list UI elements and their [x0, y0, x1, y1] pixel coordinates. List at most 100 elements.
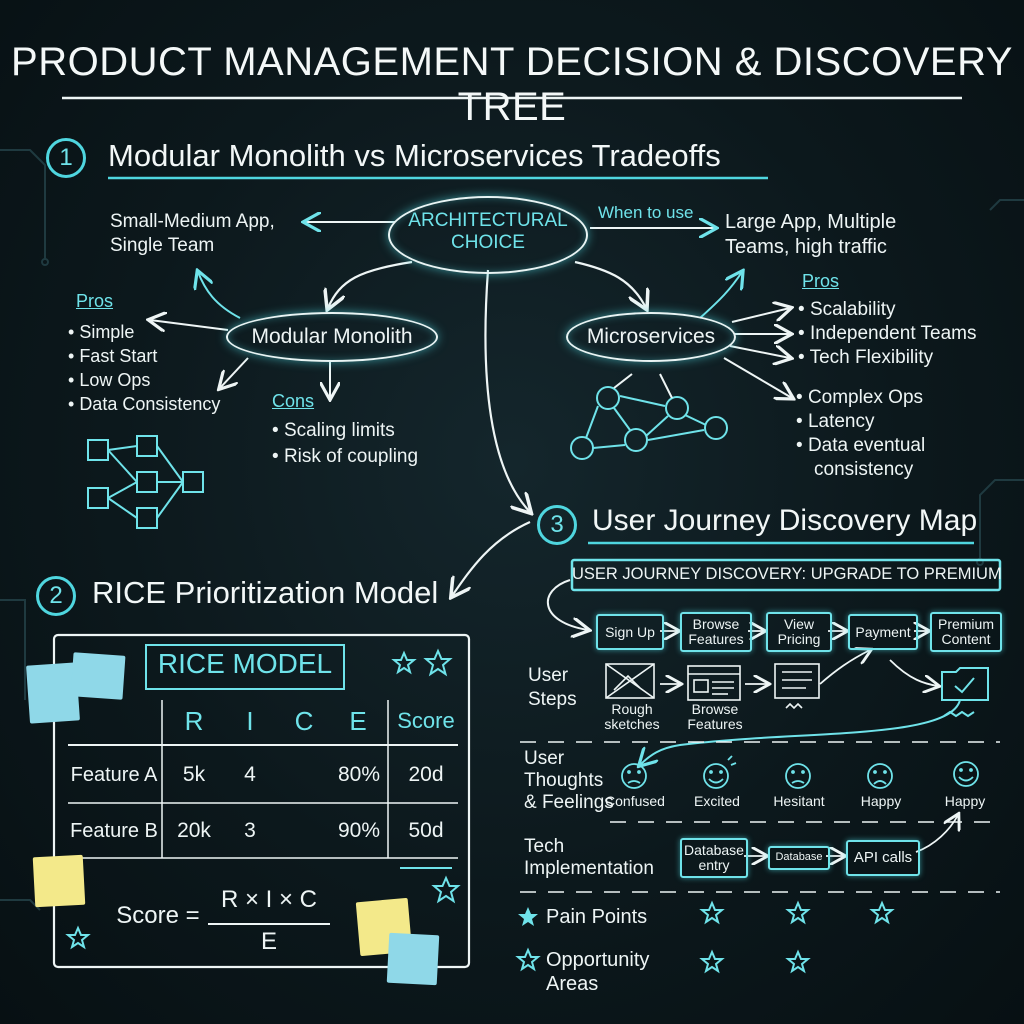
list-item: Low Ops — [68, 368, 220, 392]
browse-features-sketch-label: Browse Features — [687, 701, 743, 733]
feeling-label: Hesitant — [773, 793, 825, 809]
user-steps-label: User Steps — [528, 664, 577, 712]
monolith-pros-label: Pros — [76, 291, 114, 311]
rice-cell: 90% — [337, 819, 381, 842]
formula-numerator: R × I × C — [220, 886, 318, 913]
rice-table-title: RICE MODEL — [157, 648, 333, 679]
step-view-pricing[interactable]: View Pricing — [766, 612, 832, 652]
label-line: Tech — [524, 836, 565, 857]
pricing-sheet-icon — [774, 663, 820, 710]
right-context-line-1: Large App, Multiple — [725, 211, 897, 233]
premium-check-icon — [941, 667, 989, 718]
label-line: Implementation — [524, 858, 654, 879]
browse-features-icon — [687, 665, 741, 701]
page-title: Product Management Decision & Discovery … — [11, 40, 1013, 129]
list-item: Data Consistency — [68, 392, 220, 416]
rice-header-c: C — [294, 706, 314, 736]
label-line: Areas — [546, 973, 599, 995]
microservices-node[interactable]: Microservices — [566, 312, 736, 362]
feelings-faces — [621, 755, 979, 789]
list-item: Complex Ops — [796, 386, 925, 410]
step-premium-content[interactable]: Premium Content — [930, 612, 1002, 652]
section1-number: 1 — [46, 138, 86, 178]
rice-cell: 4 — [244, 763, 256, 786]
monolith-context: Small-Medium App, Single Team — [110, 210, 275, 258]
step-payment[interactable]: Payment — [848, 614, 918, 650]
sticky-note-blue — [70, 652, 126, 700]
section2-number: 2 — [36, 576, 76, 616]
rice-header-score: Score — [397, 708, 455, 733]
left-context-line-1: Small-Medium App, — [110, 211, 275, 232]
list-item: Risk of coupling — [272, 444, 418, 470]
root-line-1: ARCHITECTURAL — [408, 210, 568, 231]
step-browse-features[interactable]: Browse Features — [680, 612, 752, 652]
rice-cell: 20d — [408, 763, 444, 786]
sticky-note-yellow — [32, 854, 86, 908]
tech-api-calls[interactable]: API calls — [846, 840, 920, 876]
opportunity-star-icon — [515, 947, 541, 972]
section1-title: Modular Monolith vs Microservices Tradeo… — [108, 138, 721, 173]
journey-banner: USER JOURNEY DISCOVERY: UPGRADE TO PREMI… — [572, 565, 1002, 583]
rough-sketch-icon — [605, 663, 655, 699]
opportunity-label: Opportunity Areas — [546, 948, 649, 996]
rough-sketches-label: Rough sketches — [604, 701, 660, 733]
star-decoration — [65, 648, 895, 974]
rice-cell: 80% — [337, 763, 381, 786]
rice-header-r: R — [184, 706, 204, 736]
label-line: User — [524, 748, 565, 769]
list-item: Simple — [68, 320, 220, 344]
feeling-label: Happy — [944, 793, 986, 809]
microservices-graph-icon — [570, 373, 728, 460]
feeling-label: Confused — [605, 793, 665, 809]
modular-monolith-node[interactable]: Modular Monolith — [226, 312, 438, 362]
formula-denominator: E — [260, 928, 277, 955]
when-to-use-label: When to use — [598, 203, 694, 222]
circuit-decoration — [0, 149, 1024, 911]
rice-cell: 3 — [244, 819, 256, 842]
rice-cell: 50d — [408, 819, 444, 842]
rice-board-frame — [52, 633, 471, 969]
pain-point-star-icon — [518, 907, 538, 926]
pain-points-label: Pain Points — [546, 906, 648, 928]
label-line: User — [528, 665, 569, 686]
list-item-continuation: consistency — [814, 459, 914, 480]
tech-database-entry[interactable]: Database entry — [680, 838, 748, 878]
rice-title-box — [145, 644, 345, 690]
list-item: Scaling limits — [272, 418, 418, 444]
thoughts-label: User Thoughts & Feelings — [524, 748, 614, 814]
monolith-cons-list: Scaling limits Risk of coupling — [272, 418, 418, 470]
rice-cell: 20k — [177, 819, 211, 842]
micro-context: Large App, Multiple Teams, high traffic — [725, 210, 896, 260]
section3-title: User Journey Discovery Map — [592, 504, 978, 537]
label-line: Thoughts — [524, 770, 604, 791]
label-line: Steps — [528, 688, 577, 710]
feeling-label: Happy — [860, 793, 902, 809]
section2-title: RICE Prioritization Model — [92, 575, 439, 610]
sticky-note-blue — [386, 932, 440, 986]
root-line-2: CHOICE — [451, 232, 525, 253]
rice-row-name: Feature A — [70, 764, 158, 786]
formula-label: Score = — [116, 902, 200, 929]
rice-header-i: I — [246, 706, 254, 736]
architectural-choice-node[interactable]: ARCHITECTURAL CHOICE — [388, 196, 588, 274]
list-item: Fast Start — [68, 344, 220, 368]
monolith-cons-label: Cons — [272, 391, 315, 411]
rice-cell: 5k — [182, 763, 206, 786]
monolith-modules-icon — [87, 435, 204, 529]
list-item: Scalability — [798, 298, 977, 322]
step-sign-up[interactable]: Sign Up — [596, 614, 664, 650]
rice-header-e: E — [349, 706, 367, 736]
label-line: & Feelings — [524, 792, 614, 813]
tech-database[interactable]: Database — [768, 846, 830, 870]
section3-number: 3 — [537, 505, 577, 545]
left-context-line-2: Single Team — [110, 234, 215, 256]
journey-banner-frame — [570, 558, 1002, 592]
monolith-pros-list: Simple Fast Start Low Ops Data Consisten… — [68, 320, 220, 416]
list-item: Latency — [796, 410, 925, 434]
right-context-line-2: Teams, high traffic — [725, 236, 887, 258]
list-item: Tech Flexibility — [798, 346, 977, 370]
micro-pros-label: Pros — [802, 271, 840, 291]
micro-cons-list: Complex Ops Latency Data eventual consis… — [796, 386, 925, 482]
list-item: Independent Teams — [798, 322, 977, 346]
